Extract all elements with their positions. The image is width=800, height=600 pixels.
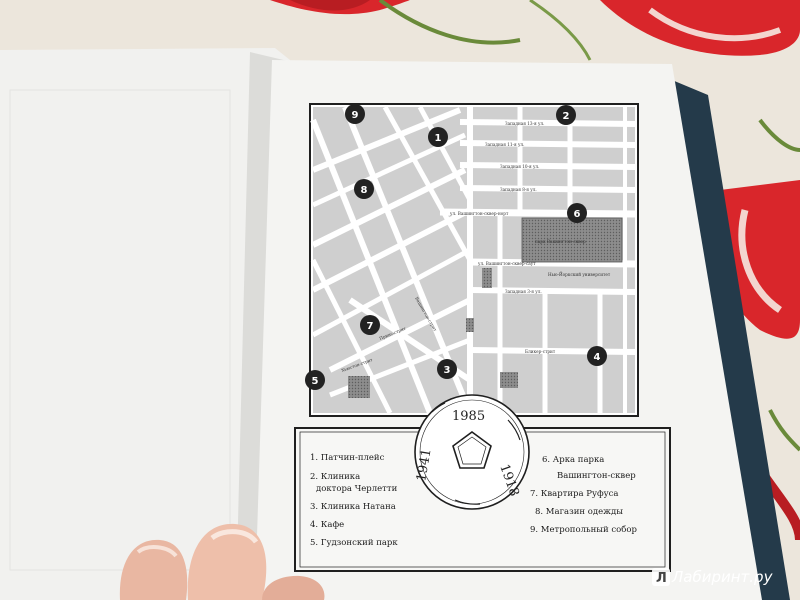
- map-illustration: Западная 13-я ул. Западная 11-я ул. Запа…: [305, 103, 639, 417]
- watermark-logo: Л Лабиринт.ру: [652, 568, 774, 586]
- marker-1: 1: [428, 127, 448, 147]
- svg-text:2: 2: [563, 111, 570, 122]
- marker-3: 3: [437, 359, 457, 379]
- park-label: парк Вашингтон-сквер: [535, 239, 586, 244]
- marker-6: 6: [567, 203, 587, 223]
- marker-5: 5: [305, 370, 325, 390]
- arrow-icon: [454, 499, 481, 505]
- svg-text:Л: Л: [656, 571, 667, 586]
- street-label: ул. Вашингтон-сквер-саут: [478, 261, 536, 266]
- legend-item-1: 1. Патчин-плейс: [310, 453, 385, 463]
- marker-4: 4: [587, 346, 607, 366]
- svg-text:5: 5: [312, 376, 319, 387]
- legend-item-7: 7. Квартира Руфуса: [530, 489, 618, 499]
- legend-item-9: 9. Метропольный собор: [530, 524, 638, 535]
- street-label: Западная 10-я ул.: [500, 164, 539, 169]
- svg-text:7: 7: [367, 321, 374, 332]
- pentagon-icon: [452, 431, 492, 469]
- street-label: Западная 8-я ул.: [500, 187, 537, 192]
- watermark-text: Лабиринт.ру: [671, 568, 774, 586]
- left-page: [0, 48, 290, 600]
- street-label: Западная 11-я ул.: [485, 142, 524, 147]
- legend-item-2: 2. Клиника: [310, 472, 360, 482]
- legend-item-2-cont: доктора Черлетти: [316, 484, 398, 494]
- university-label: Нью-Йоркский университет: [548, 272, 611, 277]
- year-1941: 1941: [414, 447, 435, 482]
- street-label: Западная 3-я ул.: [505, 289, 542, 294]
- marker-8: 8: [354, 179, 374, 199]
- marker-7: 7: [360, 315, 380, 335]
- arrow-icon: [507, 419, 521, 441]
- book-cover-edge: [672, 80, 790, 600]
- time-dial: 1985 1941 1918: [414, 394, 530, 510]
- left-page-bleed-through: [9, 89, 231, 571]
- svg-text:4: 4: [594, 352, 601, 363]
- svg-text:8: 8: [361, 185, 368, 196]
- legend-item-4: 4. Кафе: [310, 520, 344, 530]
- year-1985: 1985: [452, 409, 485, 424]
- legend-item-3: 3. Клиника Натана: [310, 502, 396, 512]
- street-label: Западная 13-я ул.: [505, 121, 544, 126]
- street-label: Бликер-стрит: [525, 349, 556, 354]
- svg-text:3: 3: [444, 365, 451, 376]
- arrow-icon: [431, 402, 446, 413]
- marker-2: 2: [556, 105, 576, 125]
- legend-item-8: 8. Магазин одежды: [535, 507, 623, 517]
- svg-text:6: 6: [574, 209, 581, 220]
- legend-item-6-cont: Вашингтон-сквер: [557, 471, 636, 481]
- legend-item-6: 6. Арка парка: [542, 455, 604, 465]
- svg-text:1: 1: [435, 133, 442, 144]
- marker-9: 9: [345, 104, 365, 124]
- street-label: ул. Вашингтон-сквер-норт: [450, 211, 509, 216]
- hand-fingers: [119, 523, 325, 600]
- svg-text:9: 9: [352, 110, 359, 121]
- legend-item-5: 5. Гудзонский парк: [310, 538, 398, 548]
